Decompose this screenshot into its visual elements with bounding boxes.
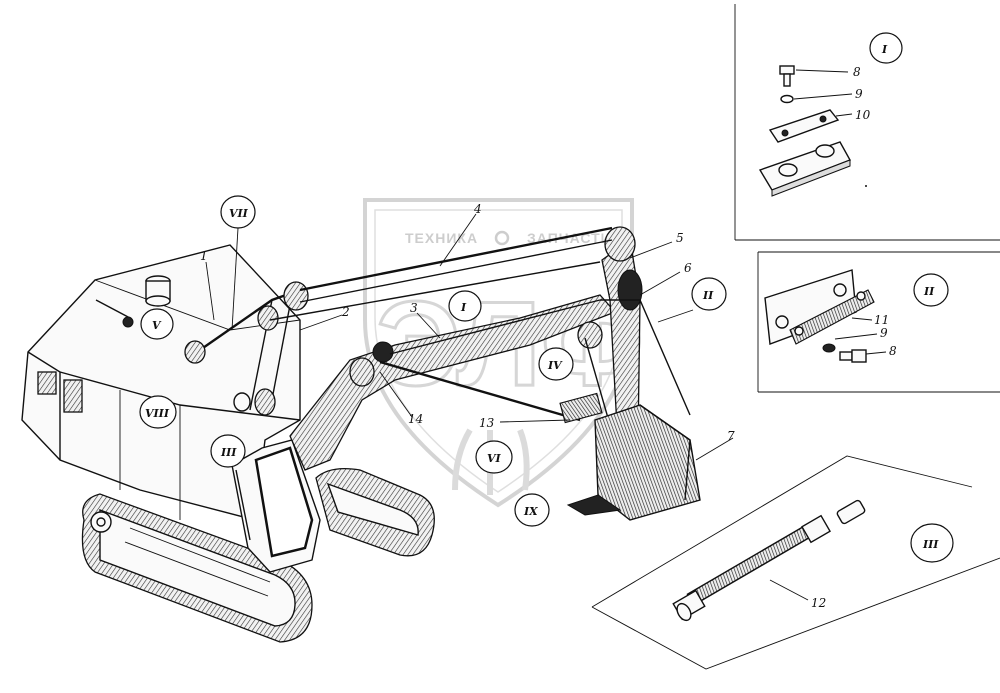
detail-III-label: III [922, 538, 939, 551]
gear-icon [494, 230, 510, 246]
fitting-part [836, 499, 866, 525]
callout-13-label: 13 [479, 416, 495, 430]
detail-I-circle [869, 32, 903, 64]
part-9-label: 9 [855, 87, 863, 101]
callout-4-label: 4 [473, 202, 482, 216]
washer-part [822, 343, 836, 353]
callout-IV-label: IV [547, 359, 563, 372]
callout-14-label: 14 [408, 412, 423, 426]
callout-VI-label: VI [487, 452, 502, 465]
detail-II-label: II [923, 285, 935, 298]
callout-V-label: V [152, 319, 162, 332]
callout-1-label: 1 [200, 249, 208, 263]
callout-6-label: 6 [684, 261, 692, 275]
part-8-label: 8 [853, 65, 861, 79]
crawler-track-front [81, 493, 313, 643]
part-12-label: 12 [811, 596, 826, 610]
bolt-part [779, 65, 795, 87]
callout-5-label: 5 [676, 231, 684, 245]
callout-II-circle [691, 277, 727, 311]
callout-V-circle [140, 308, 174, 340]
hose-part [672, 514, 831, 622]
callout-III-label: III [220, 446, 237, 459]
callout-3-label: 3 [410, 301, 418, 315]
part-8-label: 8 [889, 344, 897, 358]
callout-VI-circle [475, 440, 513, 474]
callout-VII-circle [220, 195, 256, 229]
callout-I-circle [448, 290, 482, 322]
detail-I-label: I [881, 43, 888, 56]
main-callouts: VII V VIII III I IV II VI IX 1 2 3 4 5 6… [139, 195, 735, 527]
callout-2-label: 2 [341, 305, 350, 319]
callout-IX-circle [514, 493, 550, 527]
detail-II-circle [913, 273, 949, 307]
watermark-left-text: ТЕХНИКА [405, 230, 478, 246]
callout-IX-label: IX [523, 505, 538, 518]
bolt-part [839, 349, 867, 363]
callout-VIII-circle [139, 395, 177, 429]
callout-VII-label: VII [229, 207, 249, 220]
callout-IV-circle [538, 347, 574, 381]
callout-III-circle [210, 434, 246, 468]
a-frame [184, 281, 309, 416]
plate-part [768, 109, 840, 143]
detail-panel-I: I 8 9 10 [734, 4, 1000, 241]
callout-II-label: II [702, 289, 714, 302]
part-10-label: 10 [855, 108, 871, 122]
callout-I-label: I [460, 301, 467, 314]
part-9-label: 9 [880, 326, 888, 340]
part-11-label: 11 [874, 313, 889, 327]
operator-cab [231, 439, 321, 573]
callout-VIII-label: VIII [145, 407, 170, 420]
bucket [559, 392, 701, 521]
detail-III-circle [910, 523, 954, 563]
hoist-ropes [269, 226, 691, 426]
detail-panel-III: III 12 [591, 455, 1000, 670]
crawler-track-rear [315, 467, 435, 557]
detail-panel-II: II 11 9 8 [757, 251, 1000, 393]
watermark-right-text: ЗАПЧАСТИ [527, 230, 612, 246]
washer-part [780, 94, 794, 104]
excavator [21, 226, 701, 643]
callout-7-label: 7 [727, 429, 735, 443]
strip-part [789, 289, 875, 345]
vent-grille-icon [37, 371, 83, 413]
boom [289, 294, 617, 471]
